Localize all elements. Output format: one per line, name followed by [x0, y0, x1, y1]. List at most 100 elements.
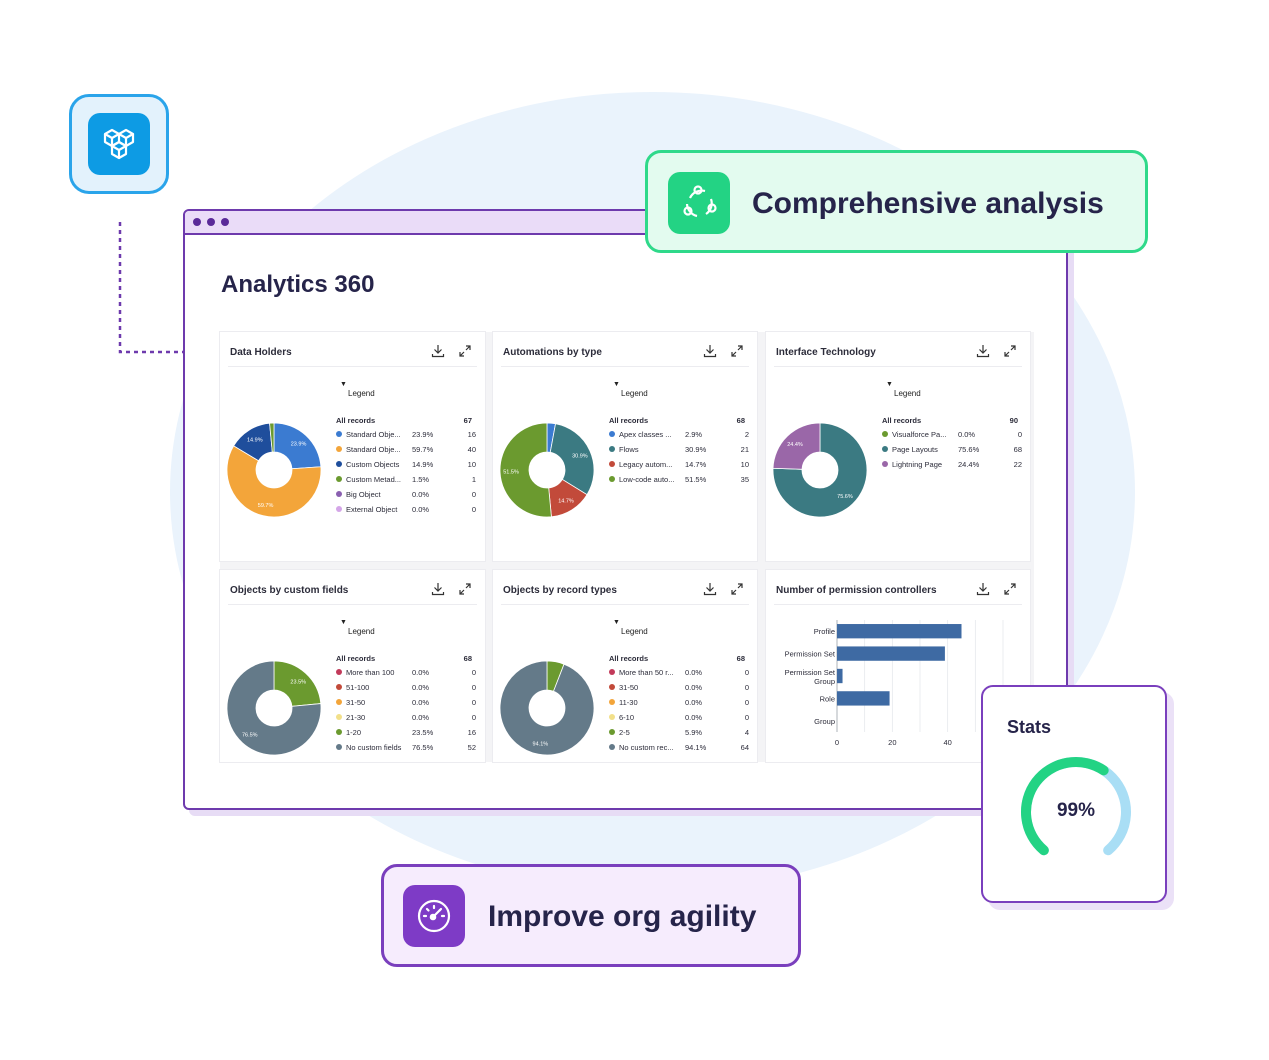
expand-icon[interactable] — [731, 582, 743, 600]
window-dot[interactable] — [207, 218, 215, 226]
legend-item[interactable]: Standard Obje...23.9%16 — [336, 430, 476, 442]
x-tick-label: 0 — [835, 738, 839, 747]
legend-swatch — [336, 714, 342, 720]
legend-item-percent: 24.4% — [958, 460, 980, 469]
download-icon[interactable] — [703, 582, 717, 601]
legend-toggle[interactable]: ▼Legend — [613, 381, 648, 398]
legend-item[interactable]: More than 50 r...0.0%0 — [609, 668, 749, 680]
legend-swatch — [609, 476, 615, 482]
donut-slice[interactable] — [269, 422, 275, 453]
donut-slice[interactable] — [273, 660, 322, 707]
gauge-fill — [1021, 757, 1109, 856]
bar[interactable] — [837, 646, 945, 661]
legend-item[interactable]: Apex classes ...2.9%2 — [609, 430, 749, 442]
donut-slice[interactable] — [499, 422, 552, 518]
legend-item-percent: 94.1% — [685, 743, 707, 752]
legend-toggle[interactable]: ▼Legend — [340, 619, 375, 636]
legend-swatch — [609, 744, 615, 750]
legend-toggle[interactable]: ▼Legend — [613, 619, 648, 636]
legend-swatch — [609, 669, 615, 675]
stats-label: Stats — [1007, 717, 1052, 737]
legend-swatch — [882, 446, 888, 452]
expand-icon[interactable] — [1004, 582, 1016, 600]
slice-label: 23.5% — [290, 679, 306, 685]
legend-swatch — [336, 744, 342, 750]
legend-toggle-label: Legend — [894, 389, 921, 398]
slice-label: 30.9% — [572, 453, 588, 459]
caret-down-icon: ▼ — [613, 619, 620, 626]
download-icon[interactable] — [431, 582, 445, 601]
legend-item-count: 0 — [471, 698, 476, 707]
legend-item-count: 0 — [744, 713, 749, 722]
expand-icon[interactable] — [459, 582, 471, 600]
legend-item-percent: 5.9% — [685, 728, 703, 737]
card-title: Objects by record types — [503, 585, 617, 596]
legend-item-count: 0 — [1017, 430, 1022, 439]
bar[interactable] — [837, 691, 890, 706]
x-tick-label: 40 — [943, 738, 951, 747]
legend-item-name: 11-30 — [619, 698, 638, 707]
legend-swatch — [336, 461, 342, 467]
download-icon[interactable] — [976, 582, 990, 601]
window-dot[interactable] — [221, 218, 229, 226]
app-logo-tile[interactable] — [69, 94, 169, 194]
download-icon[interactable] — [431, 344, 445, 363]
legend-swatch — [609, 431, 615, 437]
expand-icon[interactable] — [731, 344, 743, 362]
download-icon[interactable] — [703, 344, 717, 363]
stats-card: Stats 99% — [981, 685, 1167, 903]
bar[interactable] — [837, 624, 962, 639]
donut-slice[interactable] — [549, 423, 595, 496]
legend-item[interactable]: Low-code auto...51.5%35 — [609, 475, 749, 487]
legend-total-label: All records — [336, 654, 376, 663]
legend-item-percent: 14.9% — [412, 460, 434, 469]
donut-slice[interactable] — [772, 422, 821, 470]
window-dot[interactable] — [193, 218, 201, 226]
legend-item-percent: 2.9% — [685, 430, 703, 439]
donut-slice[interactable] — [499, 660, 595, 756]
legend-item-percent: 23.5% — [412, 728, 434, 737]
expand-icon[interactable] — [1004, 344, 1016, 362]
legend-item-percent: 0.0% — [412, 713, 430, 722]
legend-item[interactable]: Legacy autom...14.7%10 — [609, 460, 749, 472]
donut-slice[interactable] — [226, 445, 322, 518]
legend-item-name: Custom Objects — [346, 460, 400, 469]
legend-item[interactable]: Visualforce Pa...0.0%0 — [882, 430, 1022, 442]
legend-item[interactable]: No custom rec...94.1%64 — [609, 743, 749, 755]
comprehensive-analysis-text: Comprehensive analysis — [752, 187, 1104, 220]
donut-slice[interactable] — [772, 422, 868, 518]
legend-swatch — [336, 699, 342, 705]
legend-item-count: 0 — [471, 713, 476, 722]
donut-slice[interactable] — [273, 422, 322, 470]
donut-slice[interactable] — [226, 660, 322, 756]
legend-toggle[interactable]: ▼Legend — [340, 381, 375, 398]
legend-swatch — [336, 729, 342, 735]
legend-toggle-label: Legend — [348, 389, 375, 398]
bar[interactable] — [837, 668, 843, 684]
expand-icon[interactable] — [459, 344, 471, 362]
download-icon[interactable] — [976, 344, 990, 363]
legend-item-count: 1 — [471, 475, 476, 484]
legend-toggle[interactable]: ▼Legend — [886, 381, 921, 398]
legend-item[interactable]: Standard Obje...59.7%40 — [336, 445, 476, 457]
slice-label: 51.5% — [503, 470, 519, 476]
legend-item[interactable]: Custom Metad...1.5%1 — [336, 475, 476, 487]
